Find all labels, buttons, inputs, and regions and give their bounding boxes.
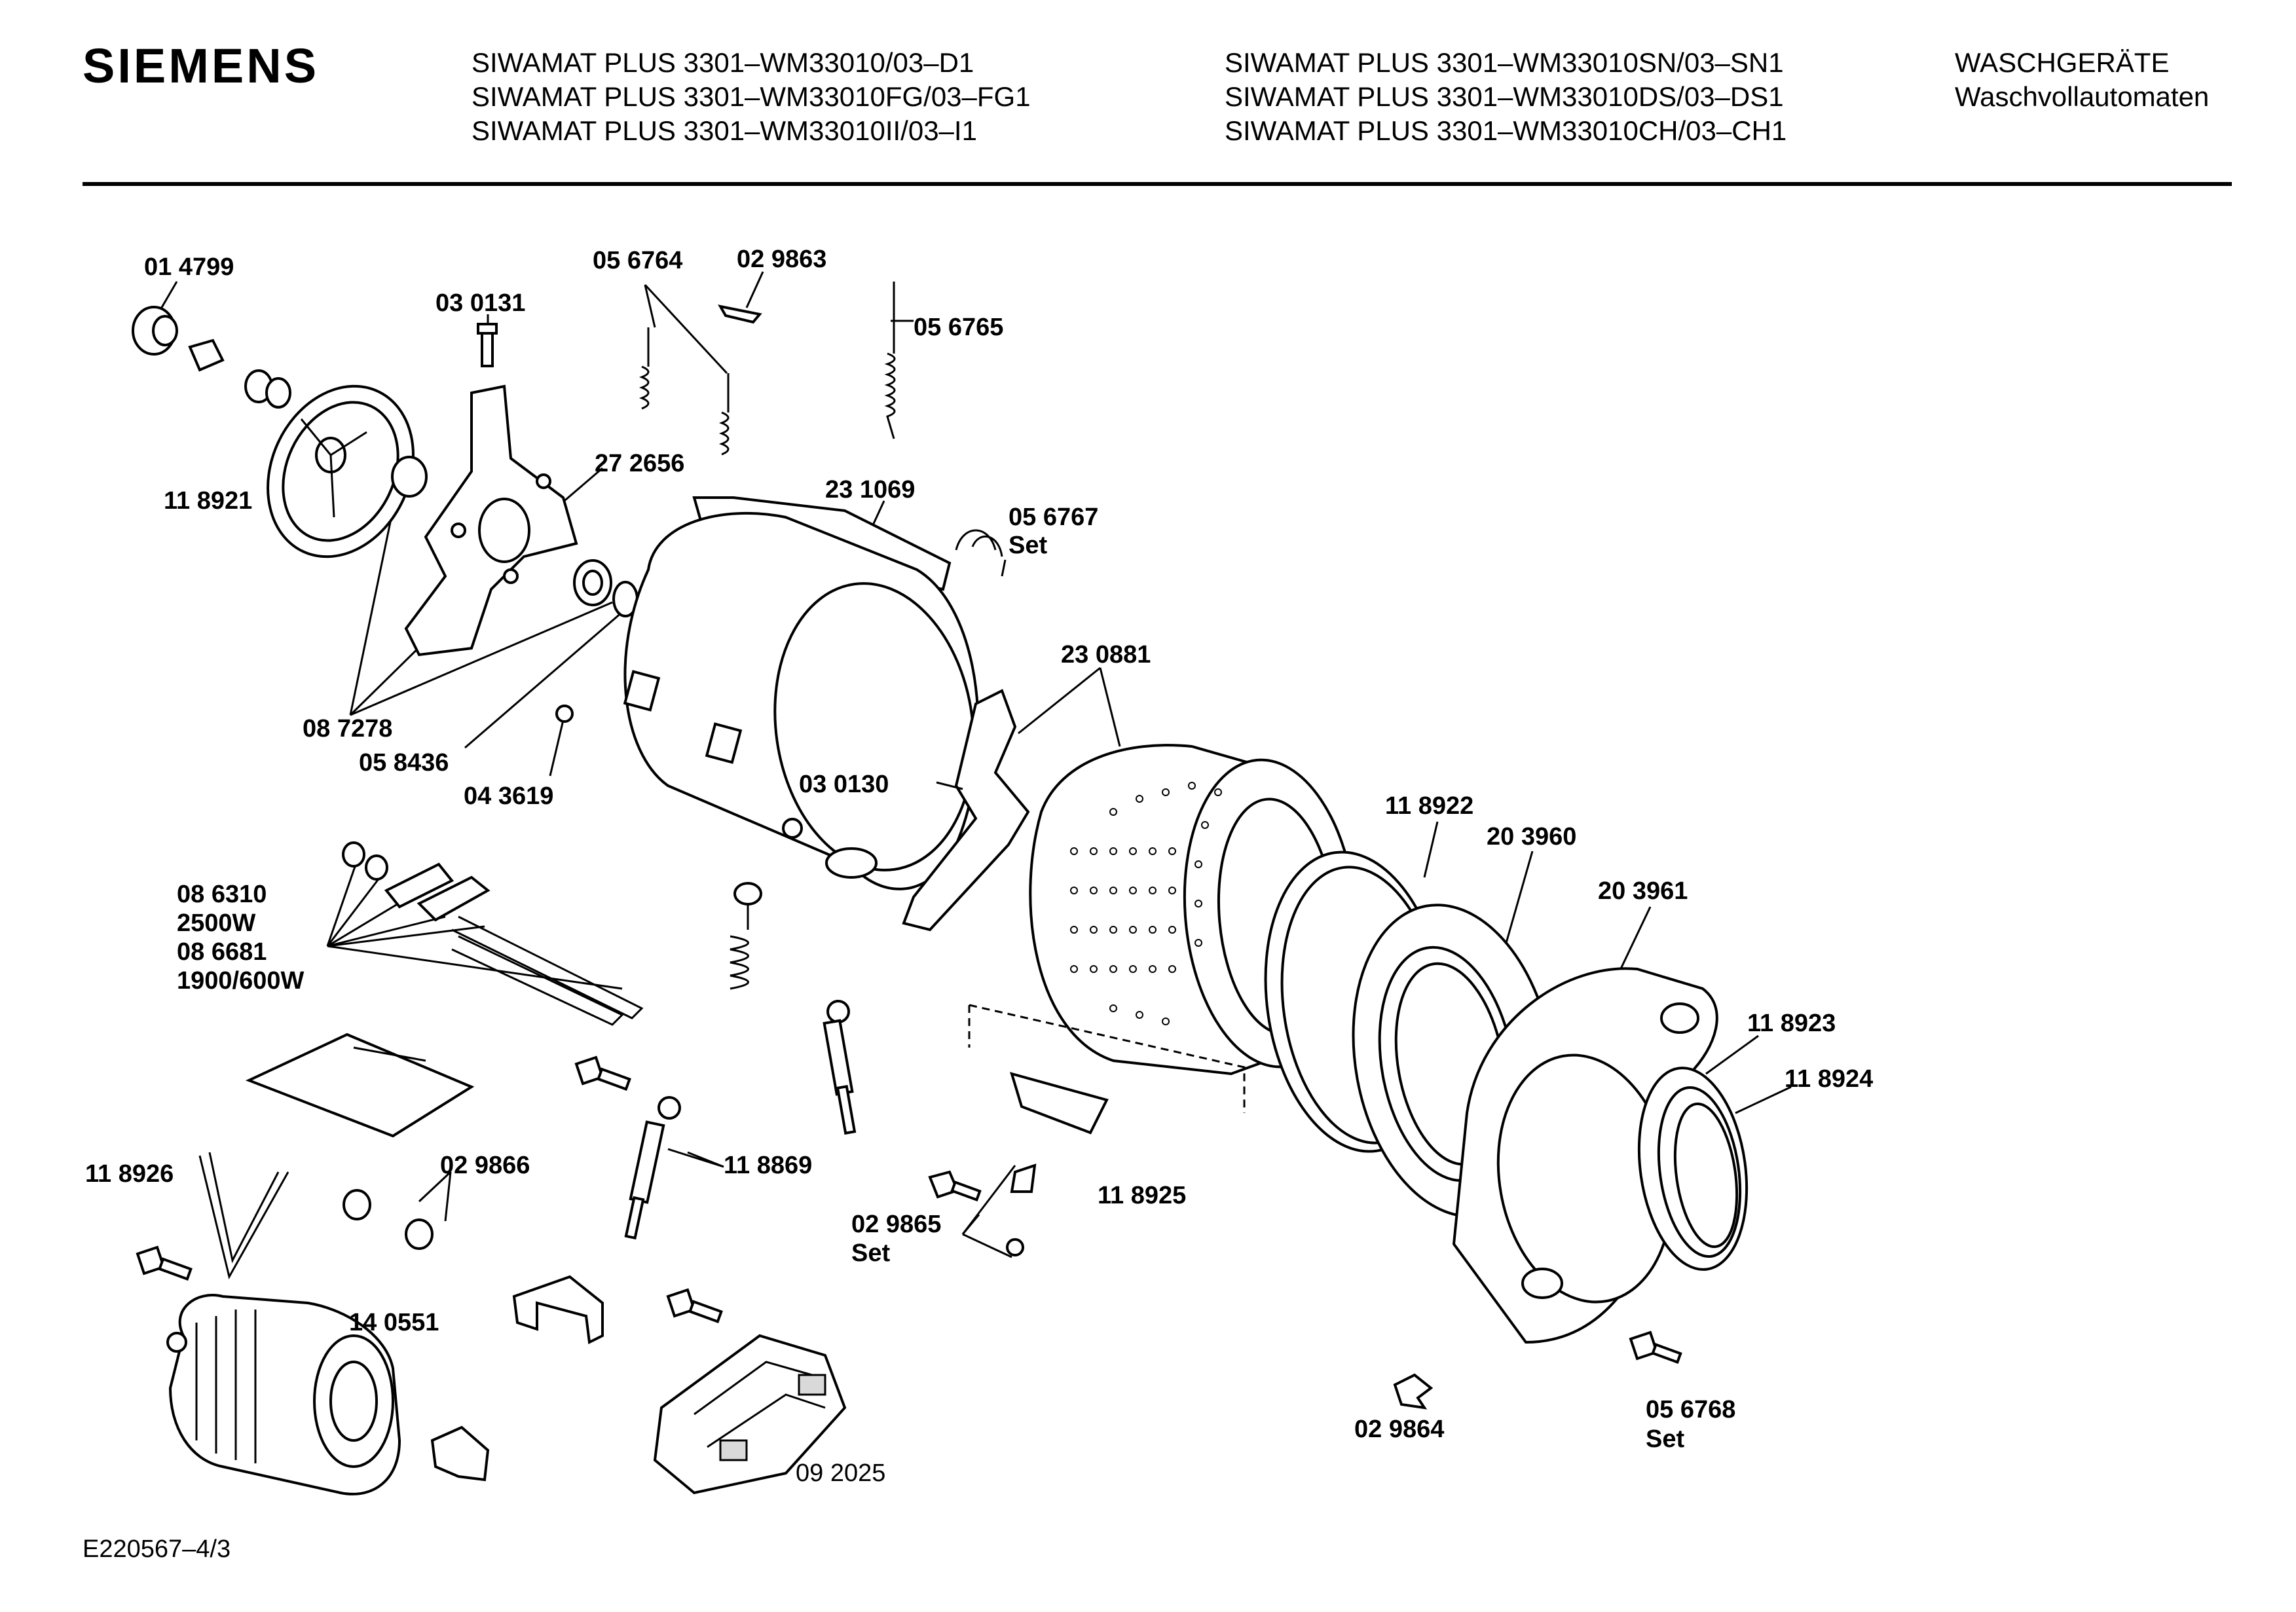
part-label: 11 8925 [1098, 1182, 1186, 1209]
part-label: 09 2025 [796, 1459, 885, 1487]
part-label: 02 9864 [1354, 1416, 1444, 1443]
clip-part [718, 304, 762, 324]
heater-element-part [342, 841, 644, 1026]
part-set-label: Set [1646, 1425, 1684, 1453]
shock-absorber-part [624, 1000, 857, 1240]
damper-bush-part [343, 1189, 434, 1250]
document-id: E220567–4/3 [83, 1535, 231, 1563]
coil-spring-part [730, 882, 762, 990]
part-label: 05 8436 [359, 749, 449, 777]
part-label: 08 6681 [177, 938, 267, 966]
mounting-bracket-part [430, 1275, 604, 1482]
part-label: 20 3960 [1487, 823, 1576, 851]
part-label: 03 0130 [799, 771, 889, 798]
bushing-part [132, 306, 291, 409]
rail-part [968, 1004, 1246, 1256]
model-list-2: SIWAMAT PLUS 3301–WM33010SN/03–SN1 SIWAM… [1225, 46, 1787, 148]
bracket-plate-part [245, 1033, 475, 1138]
part-label: 02 9863 [737, 246, 826, 273]
model-line: SIWAMAT PLUS 3301–WM33010/03–D1 [472, 47, 974, 78]
part-label: 03 0131 [435, 289, 525, 317]
part-label: 04 3619 [464, 782, 553, 810]
drive-belt-part [198, 1152, 289, 1280]
part-label: 2500W [177, 909, 256, 937]
brand-logo: SIEMENS [83, 39, 320, 93]
part-label: 02 9865 [851, 1211, 941, 1238]
part-label: 20 3961 [1598, 877, 1688, 905]
category-block: WASCHGERÄTE Waschvollautomaten [1955, 46, 2209, 114]
screw-part [136, 1055, 1682, 1364]
part-label: 08 7278 [303, 715, 392, 742]
part-label: 11 8869 [724, 1152, 812, 1179]
part-label: 02 9866 [440, 1152, 530, 1179]
part-label: 11 8923 [1747, 1010, 1836, 1037]
model-list-1: SIWAMAT PLUS 3301–WM33010/03–D1 SIWAMAT … [472, 46, 1031, 148]
part-label: 05 6767 [1009, 504, 1098, 531]
model-line: SIWAMAT PLUS 3301–WM33010DS/03–DS1 [1225, 81, 1784, 112]
tub-cross-part [404, 384, 578, 657]
part-label: 23 1069 [825, 476, 915, 504]
part-label: 23 0881 [1061, 641, 1151, 669]
part-label: 14 0551 [349, 1309, 439, 1336]
part-labels: 01 4799 03 0131 05 6764 02 9863 05 6765 … [85, 246, 1873, 1487]
leader-lines [157, 271, 1792, 1258]
pulley-wheel [267, 384, 428, 559]
model-line: SIWAMAT PLUS 3301–WM33010II/03–I1 [472, 115, 977, 146]
part-label: 05 6764 [593, 247, 682, 274]
part-label: 05 6765 [914, 314, 1003, 341]
screw-part [477, 323, 498, 367]
part-label: 11 8926 [85, 1160, 174, 1188]
part-set-label: Set [851, 1239, 890, 1267]
model-line: SIWAMAT PLUS 3301–WM33010SN/03–SN1 [1225, 47, 1784, 78]
category-line: WASCHGERÄTE [1955, 47, 2170, 78]
part-label: 1900/600W [177, 967, 304, 995]
part-label: 11 8924 [1785, 1065, 1873, 1093]
part-set-label: Set [1009, 532, 1047, 559]
tub-front-part [1452, 967, 1718, 1344]
clip-part [1393, 1373, 1434, 1410]
part-label: 05 6768 [1646, 1396, 1735, 1423]
model-line: SIWAMAT PLUS 3301–WM33010FG/03–FG1 [472, 81, 1031, 112]
part-label: 01 4799 [144, 253, 234, 281]
motor-part [166, 1294, 401, 1495]
part-label: 11 8921 [164, 487, 252, 515]
category-line: Waschvollautomaten [1955, 81, 2210, 112]
bearing-part [555, 559, 639, 723]
spring-part [639, 282, 896, 456]
clamp-set-part [955, 529, 1003, 557]
control-module-part [653, 1334, 847, 1495]
door-seal-part [1637, 1067, 1749, 1271]
header-rule [83, 182, 2232, 186]
drum-spider-part [902, 689, 1030, 932]
part-label: 27 2656 [595, 450, 684, 477]
tub-rear-part [623, 496, 980, 890]
part-label: 08 6310 [177, 881, 267, 908]
part-label: 11 8922 [1385, 792, 1473, 820]
model-line: SIWAMAT PLUS 3301–WM33010CH/03–CH1 [1225, 115, 1787, 146]
